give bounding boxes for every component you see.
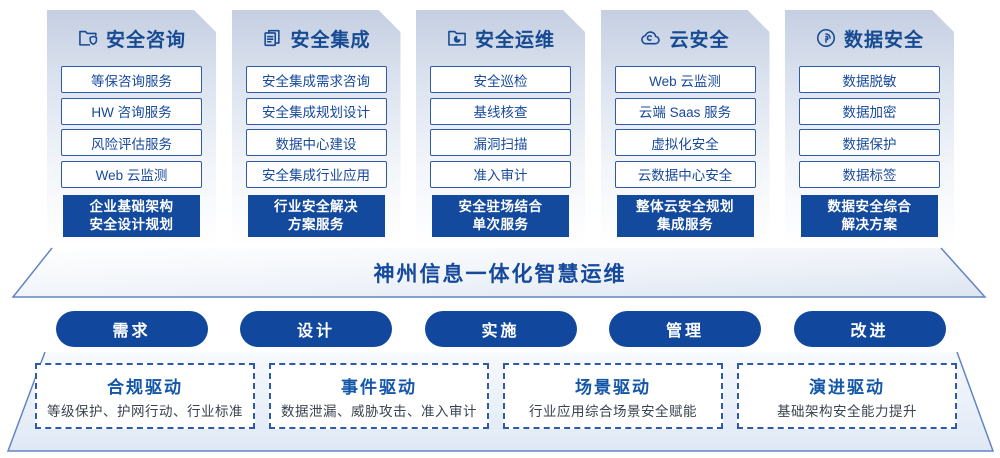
service-item: 基线核查 <box>430 98 571 125</box>
service-item: 安全集成需求咨询 <box>246 66 387 93</box>
footer-line: 方案服务 <box>288 216 344 232</box>
card-footer: 安全驻场结合 单次服务 <box>432 195 569 237</box>
card-title: 数据安全 <box>843 29 924 51</box>
service-item: 等保咨询服务 <box>61 66 202 93</box>
process-pills-row: 需求 设计 实施 管理 改进 <box>47 311 954 347</box>
footer-line: 解决方案 <box>841 216 898 232</box>
footer-line: 行业安全解决 <box>274 198 358 214</box>
service-item: Web 云监测 <box>61 161 202 188</box>
service-item: 数据保护 <box>799 129 940 156</box>
card-header: 安全集成 <box>232 10 401 66</box>
footer-line: 数据安全综合 <box>827 198 912 214</box>
card-security-consulting: 安全咨询 等保咨询服务 HW 咨询服务 风险评估服务 Web 云监测 企业基础架… <box>47 10 216 246</box>
card-title: 安全咨询 <box>105 29 186 51</box>
card-footer: 行业安全解决 方案服务 <box>248 195 385 237</box>
service-item: 虚拟化安全 <box>615 129 756 156</box>
footer-line: 安全设计规划 <box>89 216 174 232</box>
cloud-icon <box>640 27 662 49</box>
driver-desc: 行业应用综合场景安全赋能 <box>529 403 697 419</box>
driver-desc: 基础架构安全能力提升 <box>777 403 917 419</box>
service-item: 云数据中心安全 <box>615 161 756 188</box>
card-header: 安全咨询 <box>47 10 216 66</box>
card-footer: 数据安全综合 解决方案 <box>801 195 938 237</box>
service-item: 数据脱敏 <box>799 66 940 93</box>
pill-slot: 管理 <box>601 311 770 347</box>
pill-management: 管理 <box>609 311 761 347</box>
driver-scenario: 场景驱动 行业应用综合场景安全赋能 <box>503 363 723 429</box>
service-item: 准入审计 <box>430 161 571 188</box>
service-item: Web 云监测 <box>615 66 756 93</box>
footer-line: 整体云安全规划 <box>636 198 734 214</box>
card-items: 等保咨询服务 HW 咨询服务 风险评估服务 Web 云监测 <box>47 66 216 188</box>
card-header: 安全运维 <box>416 10 585 66</box>
driver-compliance: 合规驱动 等级保护、护网行动、行业标准 <box>35 363 255 429</box>
pill-slot: 设计 <box>232 311 401 347</box>
pill-demand: 需求 <box>55 311 208 347</box>
service-item: 数据加密 <box>799 98 940 125</box>
card-data-security: 数据安全 数据脱敏 数据加密 数据保护 数据标签 数据安全综合 解决方案 <box>785 10 954 246</box>
driver-title: 演进驱动 <box>809 377 885 397</box>
service-item: 数据标签 <box>799 161 940 188</box>
card-footer: 企业基础架构 安全设计规划 <box>63 195 200 237</box>
card-items: 安全巡检 基线核查 漏洞扫描 准入审计 <box>416 66 585 188</box>
driver-title: 合规驱动 <box>107 377 183 397</box>
service-item: 安全集成规划设计 <box>246 98 387 125</box>
footer-line: 单次服务 <box>472 216 529 232</box>
documents-icon <box>261 27 283 49</box>
card-title: 安全集成 <box>290 29 371 51</box>
folder-chart-icon <box>446 27 468 49</box>
footer-line: 企业基础架构 <box>89 198 174 214</box>
footer-line: 集成服务 <box>657 216 713 232</box>
service-item: 云端 Saas 服务 <box>615 98 756 125</box>
pill-improvement: 改进 <box>793 311 946 347</box>
pill-slot: 实施 <box>416 311 585 347</box>
pill-slot: 需求 <box>47 311 216 347</box>
card-header: 云安全 <box>601 10 770 66</box>
service-item: 安全集成行业应用 <box>246 161 387 188</box>
driver-title: 场景驱动 <box>575 377 651 397</box>
service-item: 风险评估服务 <box>61 129 202 156</box>
pill-slot: 改进 <box>785 311 954 347</box>
driver-title: 事件驱动 <box>341 377 417 397</box>
pill-implementation: 实施 <box>424 311 577 347</box>
fingerprint-icon <box>815 27 837 49</box>
card-footer: 整体云安全规划 集成服务 <box>617 195 754 237</box>
service-item: 安全巡检 <box>430 66 571 93</box>
card-header: 数据安全 <box>785 10 954 66</box>
service-item: 数据中心建设 <box>246 129 387 156</box>
driver-desc: 数据泄漏、威胁攻击、准入审计 <box>281 403 477 419</box>
card-items: Web 云监测 云端 Saas 服务 虚拟化安全 云数据中心安全 <box>601 66 770 188</box>
banner-title: 神州信息一体化智慧运维 <box>373 262 627 286</box>
pill-design: 设计 <box>240 311 392 347</box>
service-item: HW 咨询服务 <box>61 98 202 125</box>
driver-desc: 等级保护、护网行动、行业标准 <box>47 403 243 419</box>
folder-shield-icon <box>77 27 99 49</box>
card-title: 云安全 <box>669 29 730 51</box>
banner-trapezoid <box>11 247 987 298</box>
card-security-operations: 安全运维 安全巡检 基线核查 漏洞扫描 准入审计 安全驻场结合 单次服务 <box>416 10 585 246</box>
card-title: 安全运维 <box>474 29 555 51</box>
card-items: 数据脱敏 数据加密 数据保护 数据标签 <box>785 66 954 188</box>
card-security-integration: 安全集成 安全集成需求咨询 安全集成规划设计 数据中心建设 安全集成行业应用 行… <box>232 10 401 246</box>
card-items: 安全集成需求咨询 安全集成规划设计 数据中心建设 安全集成行业应用 <box>232 66 401 188</box>
service-item: 漏洞扫描 <box>430 129 571 156</box>
drivers-row: 合规驱动 等级保护、护网行动、行业标准 事件驱动 数据泄漏、威胁攻击、准入审计 … <box>35 363 957 429</box>
service-cards-row: 安全咨询 等保咨询服务 HW 咨询服务 风险评估服务 Web 云监测 企业基础架… <box>47 10 954 246</box>
driver-evolution: 演进驱动 基础架构安全能力提升 <box>737 363 957 429</box>
footer-line: 安全驻场结合 <box>458 198 543 214</box>
card-cloud-security: 云安全 Web 云监测 云端 Saas 服务 虚拟化安全 云数据中心安全 整体云… <box>601 10 770 246</box>
driver-incident: 事件驱动 数据泄漏、威胁攻击、准入审计 <box>269 363 489 429</box>
